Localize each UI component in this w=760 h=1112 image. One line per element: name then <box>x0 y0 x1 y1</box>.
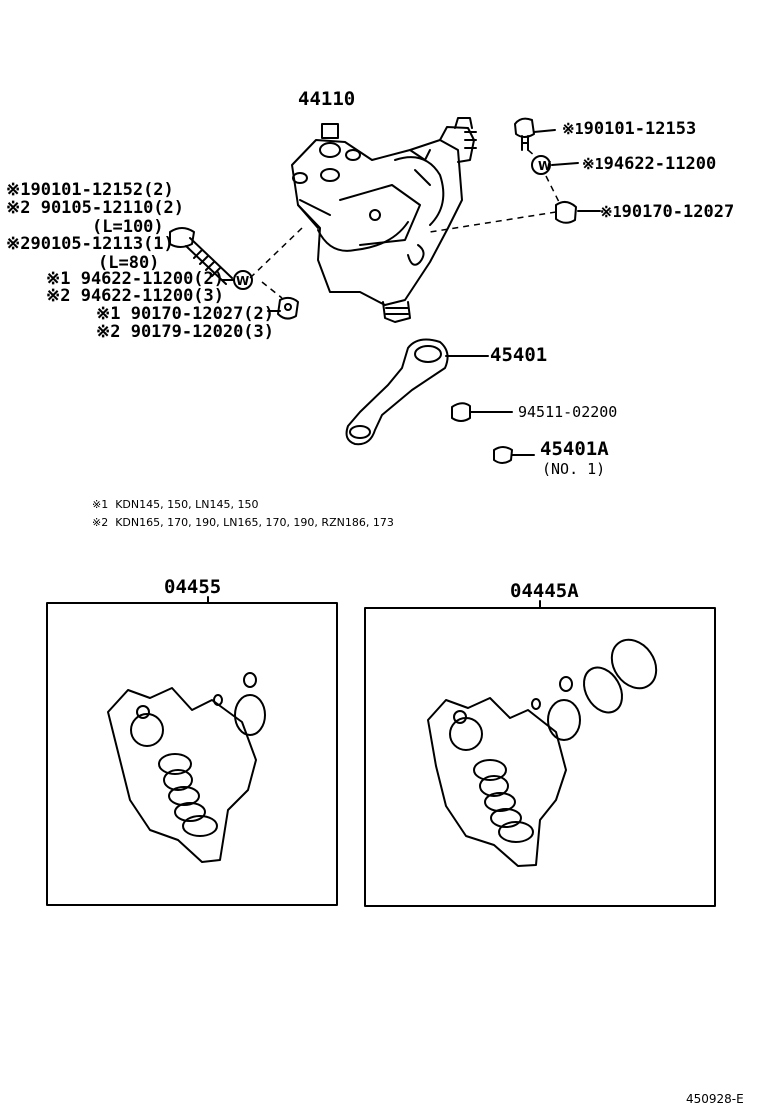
kit-frame-left <box>46 602 338 906</box>
left-callout-3: (L=100) <box>92 217 164 237</box>
note-2: ※2 KDN165, 170, 190, LN165, 170, 190, RZ… <box>92 516 394 529</box>
leader-dashed-left-2 <box>261 281 283 299</box>
pitman-arm <box>345 338 489 446</box>
kit-right-parts <box>427 638 658 867</box>
left-callout-5: (L=80) <box>98 253 160 273</box>
pitman-arm-label: 45401 <box>490 344 548 366</box>
left-callout-9: ※2 90179-12020(3) <box>96 322 275 342</box>
left-callout-8: ※1 90170-12027(2) <box>96 304 275 324</box>
right-bolt-group <box>514 117 601 224</box>
footer-code: 450928-E <box>686 1092 744 1106</box>
kit-left-parts <box>107 672 266 863</box>
left-callout-1: ※190101-12152(2) <box>6 180 174 200</box>
nut-a-label: 45401A <box>540 438 609 460</box>
left-callout-7: ※2 94622-11200(3) <box>46 286 225 306</box>
leader-dashed-right-2 <box>545 175 561 205</box>
main-part-label: 44110 <box>298 88 356 110</box>
right-callout-2: ※194622-11200 <box>582 154 717 174</box>
leader-dashed-right-3 <box>429 211 557 233</box>
washer-mark-right: W <box>538 159 551 173</box>
leader-dashed-left <box>249 227 303 279</box>
left-bolt-group <box>169 227 299 320</box>
nut-a-note: (NO. 1) <box>542 460 606 478</box>
right-callout-1: ※190101-12153 <box>562 119 697 139</box>
kit-frame-right <box>364 607 716 907</box>
steering-gear-housing <box>291 117 477 323</box>
right-callout-3: ※190170-12027 <box>600 202 735 222</box>
left-callout-4: ※290105-12113(1) <box>6 234 174 254</box>
kit-right-label: 04445A <box>510 580 579 602</box>
left-callout-2: ※2 90105-12110(2) <box>6 198 185 218</box>
pitman-nuts <box>451 402 535 464</box>
washer-mark-left: W <box>236 274 249 288</box>
note-1: ※1 KDN145, 150, LN145, 150 <box>92 498 259 511</box>
leader-dashed-right <box>527 149 536 157</box>
nut-label: 94511-02200 <box>518 403 618 421</box>
kit-left-label: 04455 <box>164 576 222 598</box>
left-callout-6: ※1 94622-11200(2) <box>46 269 225 289</box>
